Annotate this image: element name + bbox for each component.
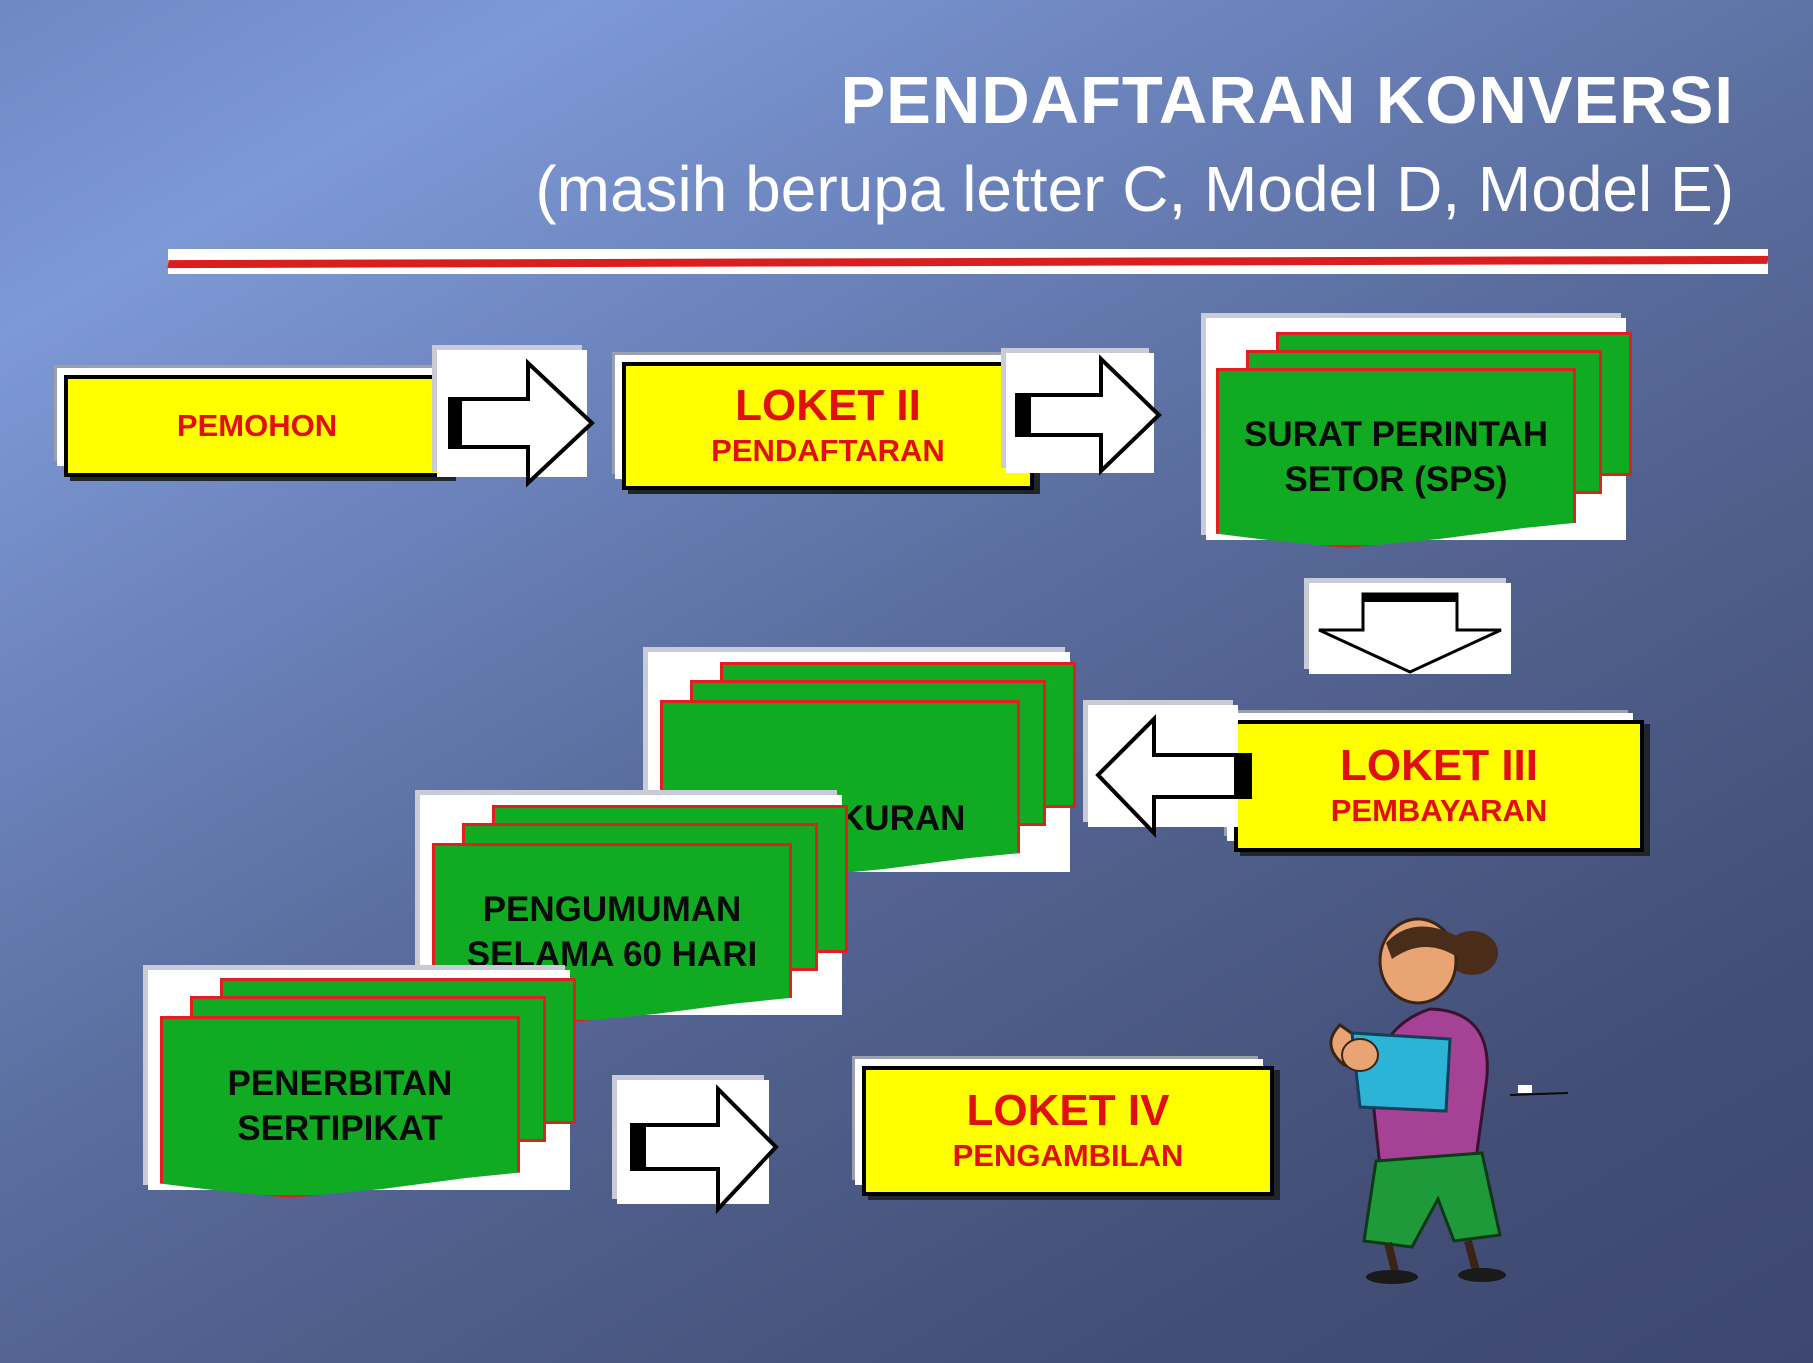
- loket-3-box: LOKET III PEMBAYARAN: [1234, 720, 1644, 852]
- loket-4-subtitle: PENGAMBILAN: [952, 1138, 1184, 1174]
- loket-4-title: LOKET IV: [966, 1085, 1170, 1135]
- slide-title: PENDAFTARAN KONVERSI: [840, 63, 1734, 138]
- sps-stack: SURAT PERINTAH SETOR (SPS): [1212, 332, 1636, 550]
- pengumuman-line-2: SELAMA 60 HARI: [466, 935, 758, 974]
- penerbitan-line-2: SERTIPIKAT: [237, 1109, 443, 1148]
- penerbitan-stack: PENERBITAN SERTIPIKAT: [156, 978, 582, 1200]
- pengumuman-line-1: PENGUMUMAN: [482, 890, 742, 930]
- slide-subtitle: (masih berupa letter C, Model D, Model E…: [535, 153, 1734, 225]
- loket-2-subtitle: PENDAFTARAN: [711, 433, 945, 469]
- sps-box: SURAT PERINTAH SETOR (SPS): [1216, 368, 1576, 548]
- arrow-down-icon: [1318, 592, 1502, 674]
- loket-3-title: LOKET III: [1340, 740, 1538, 790]
- loket-4-box: LOKET IV PENGAMBILAN: [862, 1066, 1274, 1196]
- penerbitan-line-1: PENERBITAN: [227, 1064, 453, 1104]
- arrow-right-icon: [630, 1084, 779, 1215]
- loket-2-box: LOKET II PENDAFTARAN: [622, 362, 1034, 490]
- loket-3-subtitle: PEMBAYARAN: [1330, 793, 1548, 829]
- sps-line-1: SURAT PERINTAH: [1244, 415, 1548, 455]
- person-clipart-icon: [1329, 917, 1569, 1284]
- pemohon-label: PEMOHON: [176, 407, 338, 443]
- arrow-right-icon: [1015, 354, 1162, 476]
- loket-2-title: LOKET II: [735, 380, 921, 430]
- sps-line-2: SETOR (SPS): [1284, 460, 1508, 499]
- pemohon-box: PEMOHON: [64, 375, 450, 477]
- penerbitan-box: PENERBITAN SERTIPIKAT: [160, 1016, 520, 1198]
- arrow-right-icon: [448, 358, 595, 488]
- arrow-left-icon: [1095, 714, 1252, 838]
